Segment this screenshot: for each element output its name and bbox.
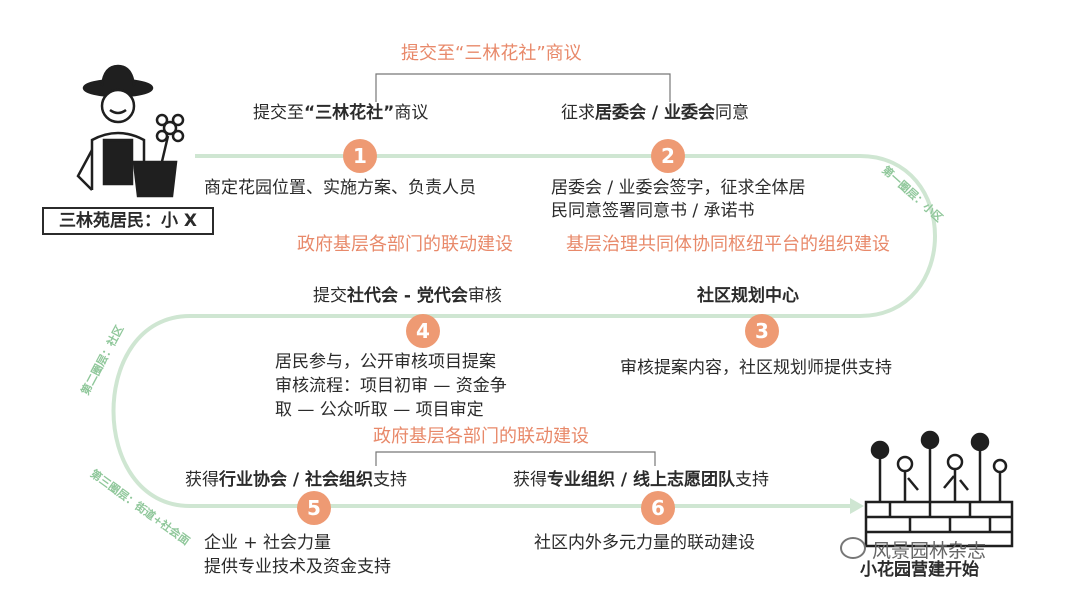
step4-badge: 4 <box>406 314 440 348</box>
step2-badge: 2 <box>651 139 685 173</box>
mid-right-label: 基层治理共同体协同枢纽平台的组织建设 <box>566 234 890 255</box>
mid-left-label: 政府基层各部门的联动建设 <box>297 234 513 255</box>
step4-desc-line2: 审核流程：项目初审 — 资金争 <box>275 376 507 396</box>
step3-title: 社区规划中心 <box>697 286 799 306</box>
step6-title: 获得专业组织 / 线上志愿团队支持 <box>513 470 770 490</box>
step3-badge: 3 <box>745 314 779 348</box>
lower-bracket <box>375 451 656 466</box>
lower-group-label: 政府基层各部门的联动建设 <box>373 426 589 447</box>
step2-desc-line1: 居委会 / 业委会签字，征求全体居 <box>551 178 806 198</box>
top-bracket <box>375 73 671 102</box>
step1-badge: 1 <box>343 139 377 173</box>
step5-badge: 5 <box>297 491 331 525</box>
winding-path <box>111 154 937 508</box>
step4-title: 提交社代会 - 党代会审核 <box>313 286 502 306</box>
path-arrowhead <box>850 498 864 514</box>
watermark: 风景园林杂志 <box>840 536 986 563</box>
step4-desc-line3: 取 — 公众听取 — 项目审定 <box>275 400 484 420</box>
end-label: 小花园营建开始 <box>860 560 979 580</box>
step1-title: 提交至“三林花社”商议 <box>253 103 429 123</box>
step5-desc-line2: 提供专业技术及资金支持 <box>204 557 391 577</box>
step6-badge: 6 <box>641 491 675 525</box>
step4-desc-line1: 居民参与，公开审核项目提案 <box>275 352 496 372</box>
wechat-icon <box>840 537 866 559</box>
resident-label: 三林苑居民：小 X <box>42 207 214 235</box>
step2-title: 征求居委会 / 业委会同意 <box>561 103 750 123</box>
step5-desc-line1: 企业 + 社会力量 <box>204 533 332 553</box>
step3-desc: 审核提案内容，社区规划师提供支持 <box>620 358 892 378</box>
step1-desc: 商定花园位置、实施方案、负责人员 <box>204 178 476 198</box>
garden-illustration <box>864 430 1014 548</box>
gardener-illustration <box>76 64 185 198</box>
step6-desc: 社区内外多元力量的联动建设 <box>534 533 755 553</box>
step5-title: 获得行业协会 / 社会组织支持 <box>185 470 408 490</box>
step2-desc-line2: 民同意签署同意书 / 承诺书 <box>551 201 755 221</box>
top-group-label: 提交至“三林花社”商议 <box>401 43 582 64</box>
